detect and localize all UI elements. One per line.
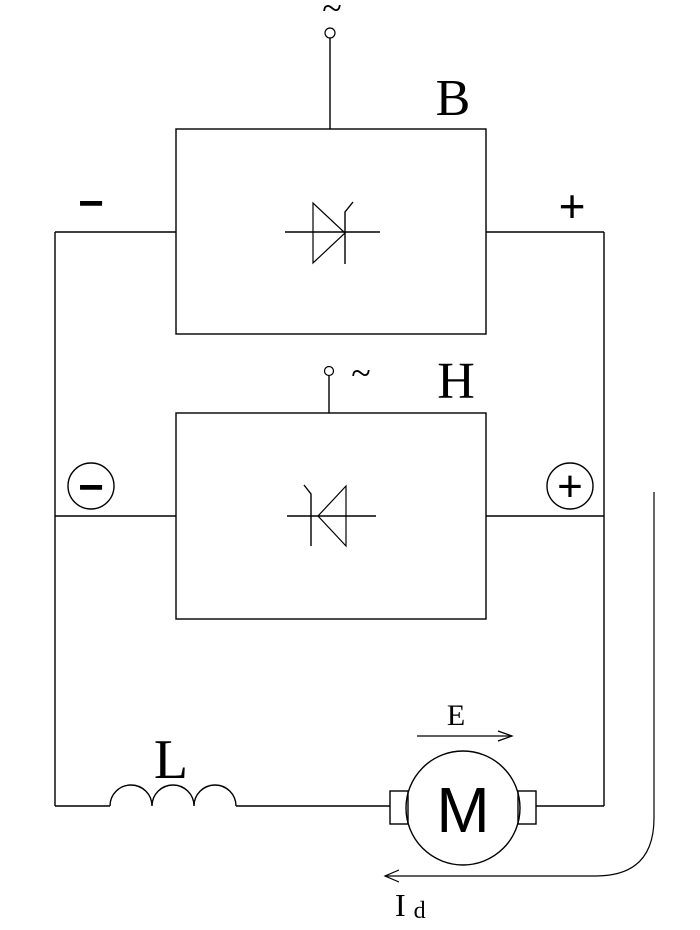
svg-text:+: + (557, 462, 583, 511)
thyristor-reverse-icon (287, 484, 376, 548)
converter-bottom-minus-terminal: − (67, 462, 115, 512)
current-label-subscript: d (414, 898, 426, 924)
motor-left-brush (389, 790, 409, 825)
converter-bottom-plus-terminal: + (546, 462, 594, 511)
current-arrow (385, 492, 655, 877)
current-label-main: I (395, 887, 406, 923)
converter-top-minus-terminal: − (78, 179, 104, 228)
current-label: I d (395, 887, 426, 924)
svg-text:−: − (78, 463, 104, 512)
converter-top-label: B (436, 70, 471, 127)
converter-top-ac-terminal (324, 27, 336, 39)
converter-top: ~ B − + (78, 0, 586, 335)
converter-bottom-ac-symbol: ~ (351, 353, 370, 393)
motor: M E (389, 699, 537, 866)
motor-circle-icon (405, 750, 521, 866)
motor-right-brush (517, 790, 537, 825)
thyristor-icon (285, 201, 380, 265)
converter-bottom-label: H (437, 353, 475, 410)
wiring (54, 231, 605, 807)
inductor-label: L (154, 729, 188, 791)
converter-top-ac-symbol: ~ (322, 0, 341, 28)
converter-bottom-ac-terminal (323, 365, 335, 377)
current-arrowhead-icon (383, 869, 400, 883)
converter-bottom: ~ H − + (67, 353, 594, 620)
converter-bottom-box (175, 412, 487, 620)
inductor: L (109, 729, 237, 807)
converter-top-box (175, 128, 487, 335)
current-indicator: I d (383, 492, 655, 924)
motor-label: M (436, 774, 489, 846)
emf-label: E (447, 699, 465, 732)
emf-arrowhead-icon (497, 730, 514, 742)
inductor-coil-icon (109, 784, 237, 807)
converter-top-plus-terminal: + (559, 180, 586, 232)
